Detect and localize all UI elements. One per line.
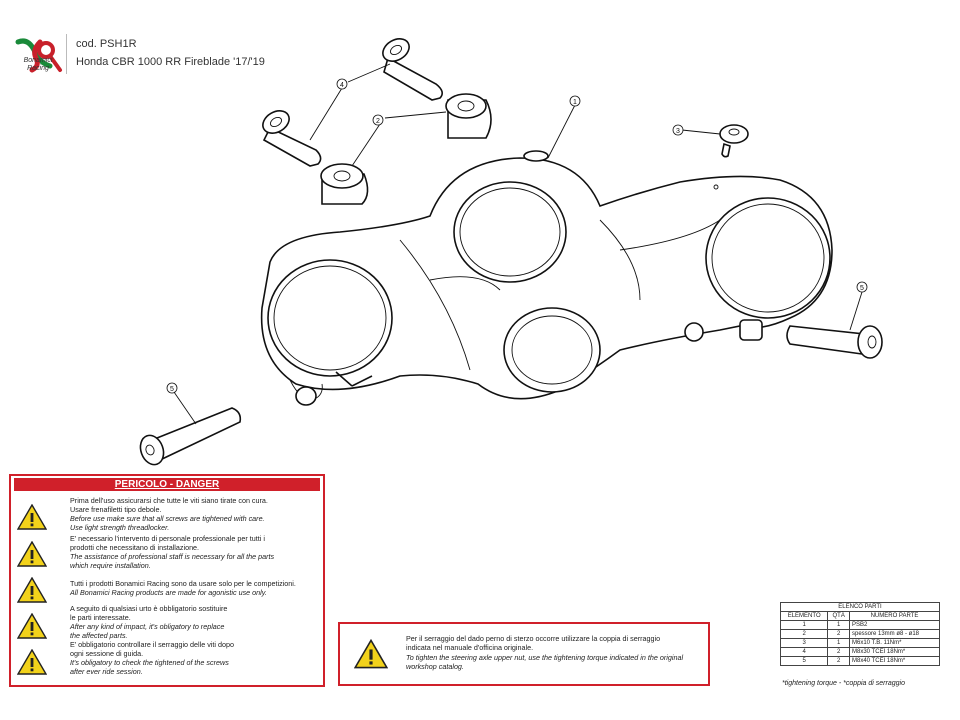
- table-cell: 2: [779, 629, 829, 639]
- table-cell: spessore 13mm ø8 - ø18: [849, 629, 940, 639]
- product-model: Honda CBR 1000 RR Fireblade '17/'19: [76, 56, 265, 68]
- danger-item: Tutti i prodotti Bonamici Racing sono da…: [70, 579, 296, 597]
- torque-notice-text: Per il serraggio del dado perno di sterz…: [406, 634, 684, 671]
- callout-4-label: 4: [340, 82, 344, 89]
- parts-list-table: ELENCO PARTI ELEMENTO QTÀ NUMERO PARTE 1…: [779, 602, 940, 666]
- col-element: ELEMENTO: [779, 611, 829, 621]
- table-cell: M8x30 TCEI 18Nm*: [849, 647, 940, 657]
- product-code: cod. PSH1R: [76, 38, 137, 50]
- table-cell: 4: [779, 647, 829, 657]
- table-row: 2 2 spessore 13mm ø8 - ø18: [779, 629, 940, 639]
- callout-3-label: 3: [676, 128, 680, 135]
- parts-list-title: ELENCO PARTI: [780, 602, 940, 612]
- col-part-number: NUMERO PARTE: [849, 611, 940, 621]
- table-cell: M8x40 TCEI 18Nm*: [849, 656, 940, 666]
- callout-5-left: 5: [166, 382, 197, 425]
- callout-4: 4: [309, 63, 391, 141]
- table-cell: 1: [779, 620, 829, 630]
- bonamici-racing-logo: [15, 38, 62, 73]
- callout-5-right: 5: [849, 281, 868, 331]
- callout-1-label: 1: [573, 99, 577, 106]
- danger-title: PERICOLO - DANGER: [14, 478, 320, 491]
- warning-icon: [17, 613, 47, 639]
- table-cell: 2: [827, 656, 850, 666]
- callout-5-right-label: 5: [860, 285, 864, 292]
- table-cell: 1: [827, 638, 850, 648]
- bolt-4-upper: [382, 38, 444, 101]
- screw-3: [719, 124, 749, 158]
- callout-1: 1: [547, 95, 581, 159]
- table-cell: 2: [827, 647, 850, 657]
- table-row: 3 1 M6x10 T.B. 11Nm*: [779, 638, 940, 648]
- callout-5-left-label: 5: [170, 386, 174, 393]
- callout-3: 3: [672, 124, 721, 136]
- table-cell: 1: [827, 620, 850, 630]
- callout-2-label: 2: [376, 118, 380, 125]
- spacer-2-lower: [320, 163, 369, 205]
- table-row: 1 1 PSB2: [779, 620, 940, 630]
- table-cell: PSB2: [849, 620, 940, 630]
- danger-item: A seguito di qualsiasi urto è obbligator…: [70, 604, 228, 640]
- brand-name: Bonamici Racing: [23, 57, 53, 72]
- spacer-2-upper: [445, 93, 492, 139]
- table-cell: 3: [779, 638, 829, 648]
- danger-item: E' necessario l'intervento di personale …: [70, 534, 275, 570]
- warning-icon: [17, 649, 47, 675]
- table-row: 4 2 M8x30 TCEI 18Nm*: [779, 647, 940, 657]
- warning-icon: [17, 577, 47, 603]
- warning-icon: [354, 639, 388, 669]
- torque-footnote: *tightening torque - *coppia di serraggi…: [782, 680, 905, 687]
- danger-panel: PERICOLO - DANGER Prima dell'uso assicur…: [9, 474, 325, 687]
- exploded-view-drawing: .ln { fill: none; stroke: #111; stroke-w…: [139, 38, 883, 466]
- bolt-4-lower: [262, 110, 322, 167]
- table-row: 5 2 M8x40 TCEI 18Nm*: [779, 656, 940, 666]
- table-cell: M6x10 T.B. 11Nm*: [849, 638, 940, 648]
- warning-icon: [17, 541, 47, 567]
- triple-clamp: [260, 150, 833, 406]
- danger-item: Prima dell'uso assicurarsi che tutte le …: [70, 496, 268, 532]
- table-cell: 5: [779, 656, 829, 666]
- torque-notice: Per il serraggio del dado perno di sterz…: [338, 622, 710, 686]
- table-cell: 2: [827, 629, 850, 639]
- bolt-5-left: [139, 407, 242, 466]
- header-divider: [66, 34, 67, 74]
- warning-icon: [17, 504, 47, 530]
- bolt-5-right: [786, 325, 883, 359]
- col-qty: QTÀ: [827, 611, 850, 621]
- callout-2: 2: [351, 111, 447, 167]
- danger-item: E' obbligatorio controllare il serraggio…: [70, 640, 234, 676]
